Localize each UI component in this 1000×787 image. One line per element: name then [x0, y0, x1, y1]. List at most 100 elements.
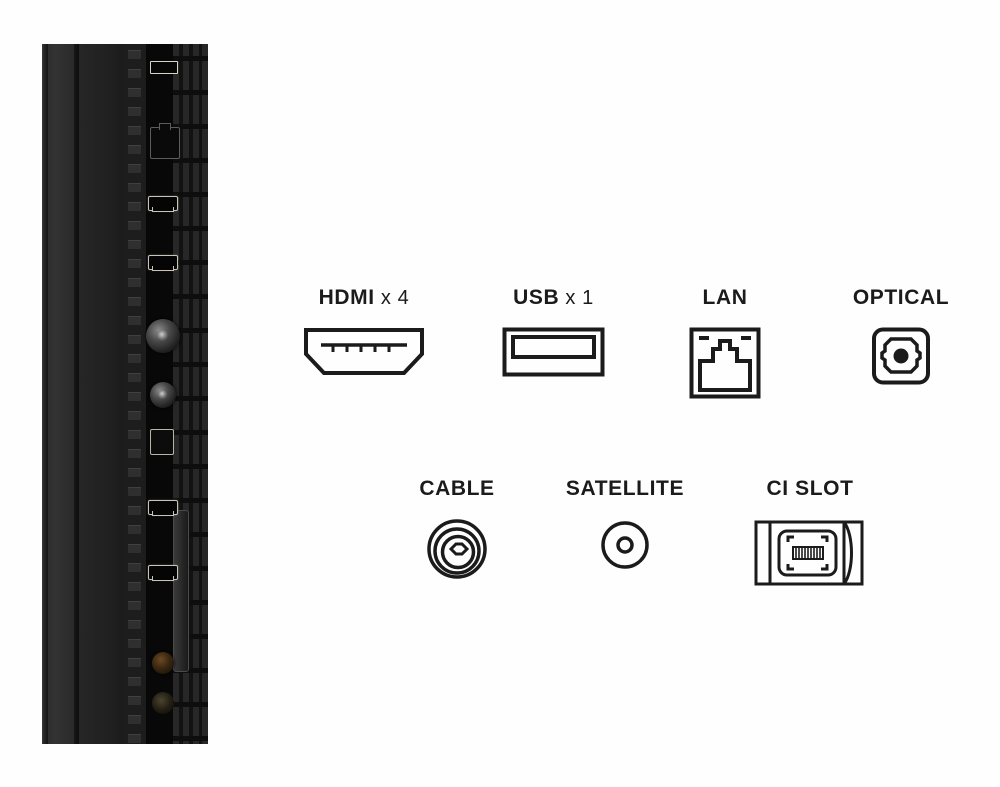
legend-label-usb: USB x 1	[513, 286, 594, 309]
tv-bezel-groove	[74, 44, 79, 744]
optical-icon	[845, 327, 957, 385]
panel-jack-av	[152, 692, 174, 714]
panel-port-cable-coax	[146, 319, 180, 353]
tv-vent-slot	[128, 734, 141, 743]
tv-rib-gap	[173, 736, 208, 741]
tv-vent-slot	[128, 335, 141, 344]
tv-rib-gap	[173, 226, 208, 231]
tv-rib-gap	[173, 702, 208, 707]
lan-icon	[689, 327, 761, 399]
tv-rib-gap	[173, 464, 208, 469]
tv-rib-gap	[173, 294, 208, 299]
panel-port-hdmi-3	[148, 500, 178, 516]
usb-icon	[502, 327, 605, 377]
panel-port-lan	[150, 123, 180, 159]
legend-label-lan: LAN	[702, 286, 748, 309]
cable-coax-icon	[409, 518, 505, 580]
tv-vent-slot	[128, 658, 141, 667]
tv-vent-column	[124, 44, 146, 744]
tv-rib-gap	[173, 396, 208, 401]
tv-vent-slot	[128, 202, 141, 211]
tv-vent-slot	[128, 88, 141, 97]
tv-vent-slot	[128, 696, 141, 705]
tv-rib-gap	[173, 260, 208, 265]
tv-vent-slot	[128, 278, 141, 287]
panel-port-hdmi-4	[148, 565, 178, 581]
legend-multiplier-usb: x 1	[559, 287, 594, 309]
legend-item-satellite: SATELLITE	[556, 478, 694, 580]
tv-vent-slot	[128, 525, 141, 534]
tv-vent-slot	[128, 50, 141, 59]
tv-vent-slot	[128, 373, 141, 382]
legend-label-cable: CABLE	[419, 477, 495, 500]
tv-rib-gap	[173, 158, 208, 163]
tv-vent-slot	[128, 601, 141, 610]
tv-side-panel-photo	[42, 44, 208, 744]
tv-vent-slot	[128, 354, 141, 363]
legend-item-optical: OPTICAL	[845, 287, 957, 385]
tv-vent-slot	[128, 126, 141, 135]
panel-port-satellite-coax	[150, 382, 176, 408]
legend-label-satellite: SATELLITE	[565, 477, 685, 500]
tv-vent-slot	[128, 392, 141, 401]
legend-item-ci-slot: CI SLOT	[754, 478, 866, 590]
legend-item-cable: CABLE	[409, 478, 505, 580]
tv-rib-gap	[173, 328, 208, 333]
tv-rib-gap	[173, 124, 208, 129]
tv-vent-slot	[128, 620, 141, 629]
tv-vent-slot	[128, 411, 141, 420]
panel-jack-headphone	[152, 652, 174, 674]
tv-rib-gap	[173, 362, 208, 367]
tv-rib-gap	[173, 566, 208, 571]
tv-vent-slot	[128, 221, 141, 230]
tv-vent-slot	[128, 487, 141, 496]
satellite-coax-icon	[556, 518, 694, 580]
legend-multiplier-hdmi: x 4	[374, 287, 410, 309]
tv-vent-slot	[128, 715, 141, 724]
tv-rib-gap	[173, 532, 208, 537]
tv-vent-slot	[128, 468, 141, 477]
hdmi-icon	[303, 327, 425, 377]
tv-rib-gap	[173, 56, 208, 61]
tv-bezel-edge	[42, 44, 48, 744]
tv-rib-gap	[173, 498, 208, 503]
panel-port-usb	[150, 61, 178, 74]
legend-label-hdmi: HDMI x 4	[318, 286, 410, 309]
tv-vent-slot	[128, 107, 141, 116]
tv-back-plate	[79, 44, 124, 744]
legend-item-lan: LAN	[689, 287, 761, 399]
tv-rib-gap	[173, 90, 208, 95]
tv-vent-slot	[128, 677, 141, 686]
tv-vent-slot	[128, 259, 141, 268]
tv-vent-slot	[128, 544, 141, 553]
tv-rib-gap	[173, 634, 208, 639]
tv-vent-slot	[128, 164, 141, 173]
tv-rib-gap	[173, 600, 208, 605]
panel-port-optical	[150, 429, 174, 455]
legend-label-ci-slot: CI SLOT	[766, 477, 854, 500]
tv-vent-slot	[128, 639, 141, 648]
tv-vent-slot	[128, 183, 141, 192]
tv-rib-gap	[173, 430, 208, 435]
tv-vent-slot	[128, 582, 141, 591]
tv-vent-slot	[128, 145, 141, 154]
tv-vent-slot	[128, 563, 141, 572]
panel-port-hdmi-2	[148, 255, 178, 271]
legend-item-usb: USB x 1	[502, 287, 605, 377]
tv-bezel-face	[48, 44, 74, 744]
panel-port-hdmi-1	[148, 196, 178, 212]
tv-vent-slot	[128, 297, 141, 306]
tv-rib-column	[173, 44, 208, 744]
tv-vent-slot	[128, 430, 141, 439]
tv-vent-slot	[128, 69, 141, 78]
ci-slot-icon	[754, 518, 866, 590]
tv-vent-slot	[128, 506, 141, 515]
tv-vent-slot	[128, 316, 141, 325]
tv-rib-gap	[173, 668, 208, 673]
legend-label-optical: OPTICAL	[852, 286, 950, 309]
tv-vent-slot	[128, 240, 141, 249]
legend-item-hdmi: HDMI x 4	[303, 287, 425, 377]
panel-ci-slot	[173, 510, 189, 672]
tv-rib-gap	[173, 192, 208, 197]
